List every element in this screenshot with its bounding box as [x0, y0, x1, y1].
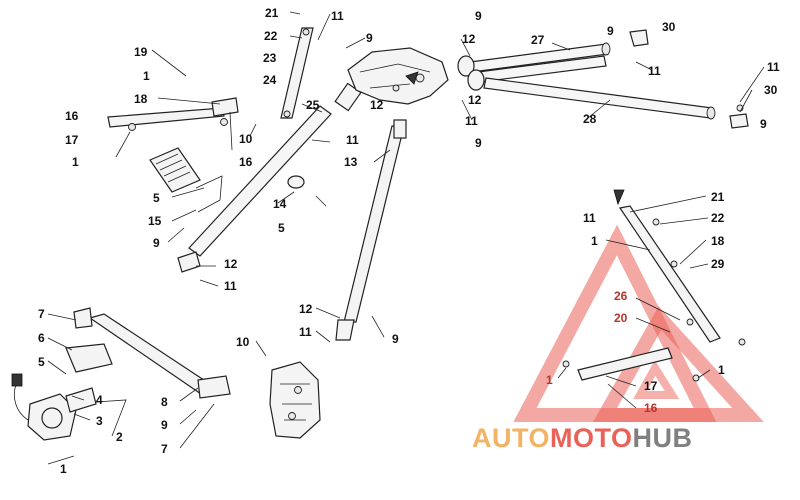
callout-label: 16 [644, 401, 658, 415]
callout-label: 12 [468, 93, 482, 107]
callout-label: 10 [239, 132, 253, 146]
callout-label: 11 [648, 64, 661, 78]
callout-label: 11 [224, 279, 237, 293]
callout-label: 6 [38, 331, 45, 345]
callout-label: 16 [65, 109, 79, 123]
watermark-word-hub: HUB [633, 423, 693, 453]
callout-label: 20 [614, 311, 628, 325]
callout-label: 30 [764, 83, 778, 97]
callout-label: 13 [344, 155, 358, 169]
callout-label: 2 [116, 430, 123, 444]
watermark-text: AUTOMOTOHUB [472, 423, 693, 453]
callout-label: 1 [143, 69, 150, 83]
part-upper-link-bar [280, 27, 314, 119]
callout-label: 5 [38, 355, 45, 369]
callout-label: 3 [96, 414, 103, 428]
callout-label: 1 [546, 373, 553, 387]
callout-label: 27 [531, 33, 545, 47]
callout-label: 11 [299, 325, 312, 339]
callout-label: 21 [265, 6, 279, 20]
leader-lines [47, 11, 765, 465]
callout-label: 30 [662, 20, 676, 34]
callout-label: 29 [711, 257, 725, 271]
part-right-inset-assembly [562, 189, 746, 382]
callout-label: 24 [263, 73, 277, 87]
callout-label: 17 [65, 133, 79, 147]
callout-label: 7 [38, 307, 45, 321]
callout-label: 9 [366, 31, 373, 45]
part-electronic-module [149, 147, 327, 213]
callout-label: 14 [273, 197, 287, 211]
callout-label: 11 [583, 211, 596, 225]
watermark-triangle-small [633, 360, 680, 399]
callout-label: 22 [711, 211, 725, 225]
callout-label: 9 [392, 332, 399, 346]
callout-label: 1 [718, 363, 725, 377]
callout-label: 5 [278, 221, 285, 235]
callout-label: 5 [153, 191, 160, 205]
callout-label: 1 [591, 234, 598, 248]
callout-labels: 21 11 22 9 23 24 19 1 18 16 17 1 16 10 2… [38, 6, 780, 476]
callout-label: 12 [224, 257, 238, 271]
watermark-word-auto: AUTO [472, 423, 550, 453]
callout-label: 11 [331, 9, 344, 23]
callout-label: 28 [583, 112, 597, 126]
callout-label: 12 [370, 98, 384, 112]
callout-label: 19 [134, 45, 148, 59]
callout-label: 11 [465, 114, 478, 128]
callout-label: 8 [161, 395, 168, 409]
watermark-word-moto: MOTO [550, 423, 633, 453]
part-upper-tubes [457, 29, 749, 129]
part-frame-casting-lower [269, 361, 321, 439]
callout-label: 7 [161, 442, 168, 456]
part-lower-long-bar [73, 307, 231, 399]
callout-label: 15 [148, 214, 162, 228]
callout-label: 23 [263, 51, 277, 65]
callout-label: 12 [462, 32, 476, 46]
callout-label: 9 [153, 236, 160, 250]
callout-label: 11 [346, 133, 359, 147]
callout-label: 26 [614, 289, 628, 303]
callout-label: 9 [475, 9, 482, 23]
callout-label: 17 [644, 379, 658, 393]
watermark-logo: AUTOMOTOHUB [472, 224, 764, 453]
callout-label: 1 [72, 155, 79, 169]
callout-label: 22 [264, 29, 278, 43]
part-frame-casting-upper [347, 47, 449, 105]
part-lower-arm-bracket [107, 97, 239, 131]
part-actuator-motor [11, 343, 113, 441]
callout-label: 9 [475, 136, 482, 150]
callout-label: 9 [161, 418, 168, 432]
callout-label: 18 [134, 92, 148, 106]
callout-label: 16 [239, 155, 253, 169]
part-vertical-support-bar [335, 119, 407, 341]
callout-label: 1 [60, 462, 67, 476]
callout-label: 25 [306, 98, 320, 112]
callout-label: 21 [711, 190, 725, 204]
callout-label: 4 [96, 393, 103, 407]
callout-label: 10 [236, 335, 250, 349]
watermark-triangle-outer [513, 224, 717, 422]
callout-label: 18 [711, 234, 725, 248]
callout-label: 9 [760, 117, 767, 131]
callout-label: 9 [607, 24, 614, 38]
callout-label: 11 [767, 60, 780, 74]
part-main-diagonal-tube [177, 82, 362, 273]
callout-label: 12 [299, 302, 313, 316]
